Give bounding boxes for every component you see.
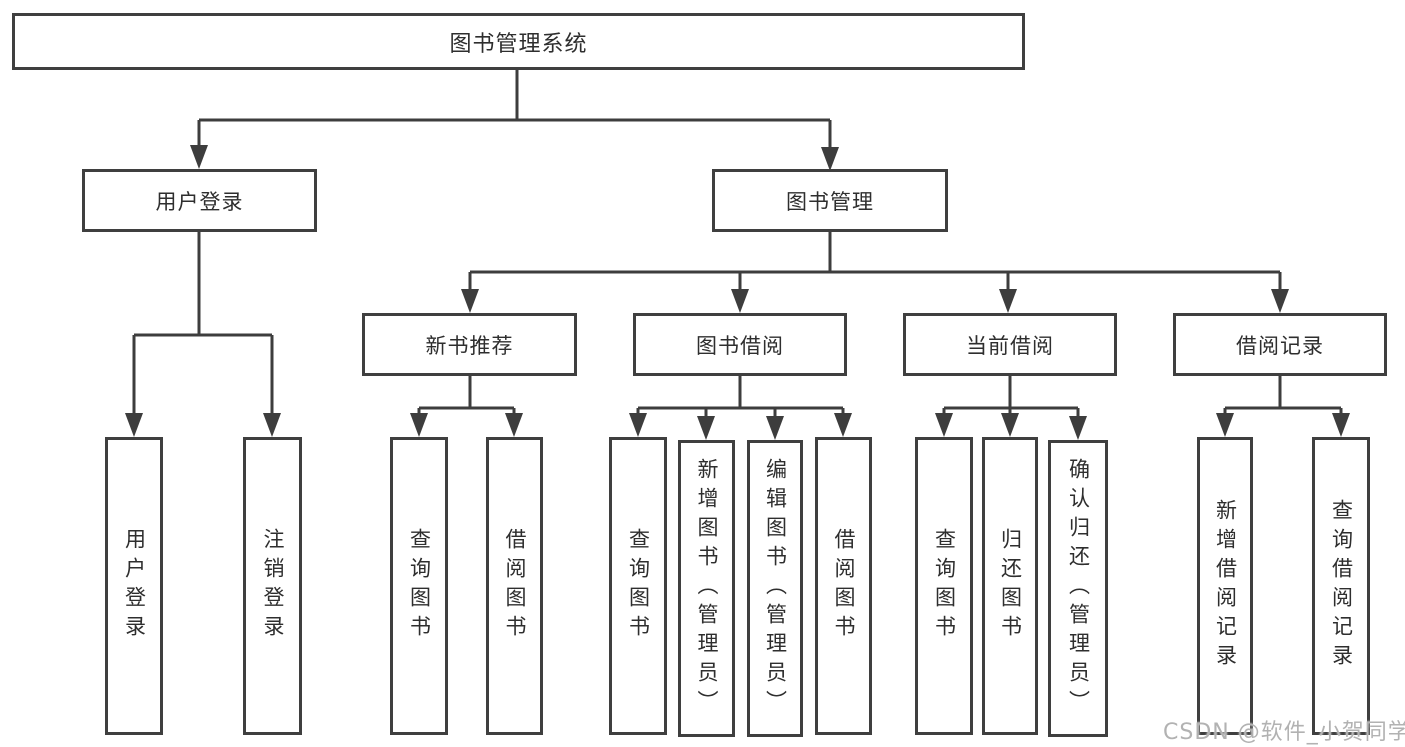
- leaf-query-books-borrowing: 查询图书: [609, 437, 667, 735]
- leaf-label: 查询图书: [932, 528, 957, 644]
- leaf-label: 用户登录: [122, 528, 147, 644]
- leaf-confirm-return-admin: 确认归还（管理员）: [1048, 440, 1108, 737]
- leaf-label: 借阅图书: [503, 528, 527, 644]
- node-book-management: 图书管理: [712, 169, 948, 232]
- node-label: 用户登录: [155, 189, 244, 214]
- node-borrowing-records: 借阅记录: [1173, 313, 1387, 376]
- leaf-label: 借阅图书: [832, 528, 856, 644]
- leaf-return-books: 归还图书: [982, 437, 1038, 735]
- leaf-query-borrow-record: 查询借阅记录: [1312, 437, 1370, 735]
- node-label: 借阅记录: [1236, 333, 1324, 358]
- csdn-watermark: CSDN @软件_小贺同学: [1163, 720, 1405, 745]
- node-label: 新书推荐: [425, 333, 514, 358]
- leaf-label: 查询借阅记录: [1329, 499, 1354, 673]
- node-user-login: 用户登录: [82, 169, 317, 232]
- leaf-edit-books-admin: 编辑图书（管理员）: [747, 440, 803, 737]
- node-label: 当前借阅: [966, 333, 1054, 358]
- leaf-label: 查询图书: [626, 528, 651, 644]
- leaf-borrow-books-recommend: 借阅图书: [486, 437, 543, 735]
- node-label: 图书管理: [786, 189, 874, 214]
- leaf-query-books-recommend: 查询图书: [390, 437, 448, 735]
- leaf-label: 确认归还（管理员）: [1066, 458, 1091, 719]
- node-book-borrowing: 图书借阅: [633, 313, 847, 376]
- leaf-query-books-current: 查询图书: [915, 437, 973, 735]
- node-label: 图书管理系统: [449, 31, 588, 57]
- leaf-logout: 注销登录: [243, 437, 302, 735]
- leaf-label: 注销登录: [261, 528, 285, 644]
- node-root-library-system: 图书管理系统: [12, 13, 1025, 70]
- leaf-user-login: 用户登录: [105, 437, 163, 735]
- leaf-label: 新增图书（管理员）: [695, 458, 719, 719]
- leaf-label: 新增借阅记录: [1213, 499, 1238, 673]
- leaf-add-books-admin: 新增图书（管理员）: [678, 440, 735, 737]
- leaf-label: 编辑图书（管理员）: [763, 458, 788, 719]
- leaf-label: 查询图书: [407, 528, 432, 644]
- node-label: 图书借阅: [696, 333, 784, 358]
- leaf-borrow-books: 借阅图书: [815, 437, 872, 735]
- leaf-label: 归还图书: [998, 528, 1023, 644]
- node-new-book-recommend: 新书推荐: [362, 313, 577, 376]
- leaf-add-borrow-record: 新增借阅记录: [1197, 437, 1253, 735]
- node-current-borrowing: 当前借阅: [903, 313, 1117, 376]
